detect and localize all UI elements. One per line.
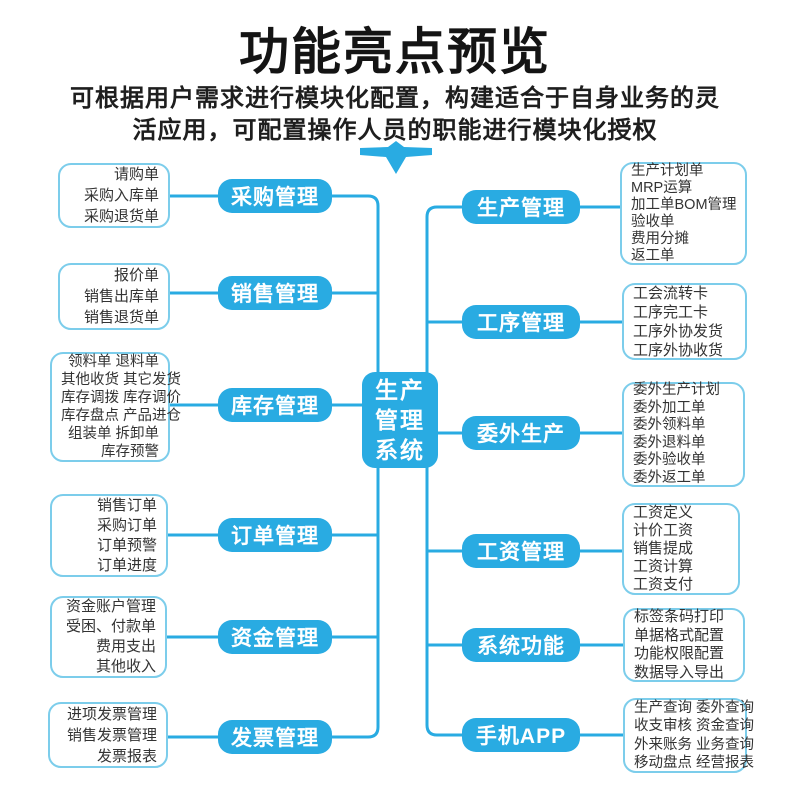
- branch-inventory-management: 库存管理: [218, 388, 332, 422]
- note-line: 其他收货 其它发货: [61, 372, 182, 388]
- note-line: 标签条码打印: [634, 608, 725, 625]
- note-line: 工序外协发货: [633, 322, 724, 340]
- branch-fund-management: 资金管理: [218, 620, 332, 654]
- branch-outsourced-production: 委外生产: [462, 416, 580, 450]
- note-box-purchasing: 请购单采购入库单采购退货单: [58, 163, 170, 228]
- note-line: 其他收入: [95, 658, 156, 675]
- branch-purchasing-management: 采购管理: [218, 179, 332, 213]
- note-line: 发票报表: [96, 747, 157, 765]
- page-title: 功能亮点预览: [239, 24, 551, 80]
- note-line: 数据导入导出: [634, 663, 725, 681]
- center-node-production-management-system: 生产 管理 系统: [362, 372, 438, 468]
- note-line: 工序完工卡: [633, 303, 709, 321]
- note-line: 采购退货单: [83, 208, 159, 225]
- note-line: 销售出库单: [83, 288, 159, 305]
- branch-process-management: 工序管理: [462, 305, 580, 339]
- note-line: 库存预警: [101, 444, 159, 460]
- note-line: 销售订单: [96, 496, 157, 514]
- note-box-inventory: 领料单 退料单其他收货 其它发货库存调拨 库存调价库存盘点 产品进仓组装单 拆卸…: [50, 352, 182, 462]
- note-line: 订单进度: [96, 556, 157, 574]
- note-box-orders: 销售订单采购订单订单预警订单进度: [50, 494, 168, 577]
- note-line: 销售发票管理: [66, 726, 157, 744]
- note-line: 销售退货单: [83, 309, 159, 326]
- note-line: 采购入库单: [83, 187, 159, 204]
- note-line: 委外生产计划: [633, 382, 720, 398]
- note-box-invoice: 进项发票管理销售发票管理发票报表: [48, 702, 168, 768]
- down-arrow-icon: [360, 141, 432, 174]
- note-line: 销售提成: [633, 540, 694, 557]
- note-line: 组装单 拆卸单: [67, 426, 159, 442]
- note-line: 委外加工单: [633, 399, 706, 416]
- note-line: 工资支付: [633, 576, 694, 593]
- note-line: 生产查询 委外查询: [634, 699, 755, 716]
- note-line: 工序外协收货: [633, 341, 724, 359]
- subtitle-line-1: 可根据用户需求进行模块化配置，构建适合于自身业务的灵: [70, 85, 720, 112]
- branch-sales-management: 销售管理: [218, 276, 332, 310]
- branch-order-management: 订单管理: [218, 518, 332, 552]
- note-line: 功能权限配置: [634, 645, 725, 662]
- note-line: 委外退料单: [633, 434, 706, 451]
- note-line: 资金账户管理: [65, 598, 156, 615]
- note-box-salary: 工资定义计价工资销售提成工资计算工资支付: [622, 503, 740, 595]
- note-line: 委外返工单: [633, 469, 706, 486]
- center-node-line: 系统: [375, 437, 425, 463]
- note-line: 采购订单: [96, 516, 157, 534]
- note-line: 进项发票管理: [66, 705, 157, 723]
- note-box-funds: 资金账户管理受困、付款单费用支出其他收入: [50, 596, 167, 678]
- note-line: 计价工资: [633, 522, 694, 539]
- note-line: 订单预警: [96, 536, 157, 554]
- note-box-process: 工会流转卡工序完工卡工序外协发货工序外协收货: [622, 283, 747, 360]
- center-node-line: 管理: [375, 407, 425, 433]
- branch-invoice-management: 发票管理: [218, 720, 332, 754]
- note-line: 加工单BOM管理: [631, 196, 737, 213]
- note-box-mobile-app: 生产查询 委外查询收支审核 资金查询外来账务 业务查询移动盘点 经营报表: [623, 698, 755, 773]
- branch-mobile-app: 手机APP: [462, 718, 580, 752]
- note-line: 返工单: [631, 247, 675, 264]
- note-line: MRP运算: [631, 179, 693, 196]
- note-line: 移动盘点 经营报表: [634, 755, 755, 771]
- note-line: 库存盘点 产品进仓: [61, 408, 182, 424]
- center-node-line: 生产: [375, 377, 425, 403]
- note-line: 收支审核 资金查询: [634, 718, 755, 734]
- note-line: 领料单 退料单: [67, 354, 159, 370]
- note-line: 生产计划单: [631, 162, 704, 179]
- note-line: 外来账务 业务查询: [634, 736, 755, 753]
- note-line: 工资计算: [633, 558, 694, 575]
- subtitle-line-2: 活应用，可配置操作人员的职能进行模块化授权: [132, 117, 658, 144]
- note-line: 委外领料单: [633, 417, 706, 433]
- branch-salary-management: 工资管理: [462, 534, 580, 568]
- note-line: 验收单: [631, 213, 675, 230]
- note-line: 请购单: [113, 166, 159, 183]
- note-line: 工资定义: [633, 504, 694, 521]
- note-line: 受困、付款单: [65, 618, 156, 635]
- note-box-system: 标签条码打印单据格式配置功能权限配置数据导入导出: [623, 608, 745, 682]
- note-line: 费用分摊: [631, 230, 689, 247]
- note-box-sales: 报价单销售出库单销售退货单: [58, 263, 170, 330]
- note-line: 报价单: [113, 267, 159, 284]
- branch-system-functions: 系统功能: [462, 628, 580, 662]
- note-line: 委外验收单: [633, 452, 706, 468]
- note-line: 费用支出: [95, 638, 156, 655]
- note-line: 工会流转卡: [633, 284, 709, 302]
- note-line: 库存调拨 库存调价: [61, 390, 182, 406]
- note-line: 单据格式配置: [634, 626, 725, 644]
- note-box-outsourcing: 委外生产计划委外加工单委外领料单委外退料单委外验收单委外返工单: [622, 382, 745, 487]
- branch-production-management: 生产管理: [462, 190, 580, 224]
